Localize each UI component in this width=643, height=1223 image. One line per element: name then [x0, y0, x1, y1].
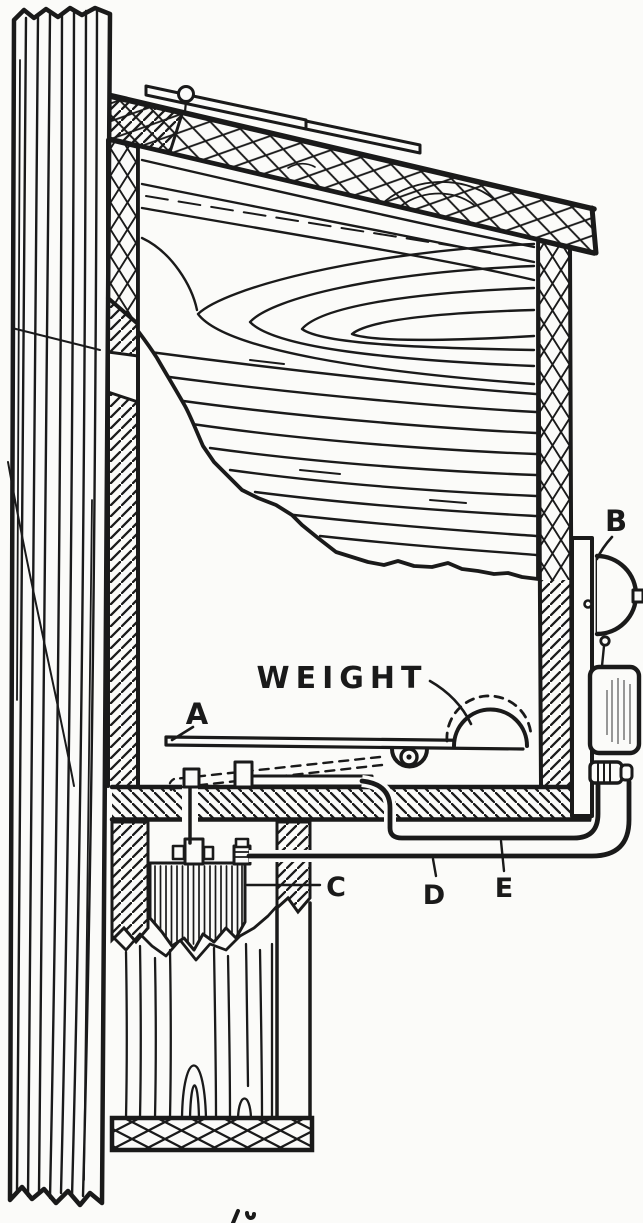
clapper-ball: [599, 635, 611, 647]
terminal-right-lug: [202, 845, 215, 861]
contact-strip: [250, 774, 374, 788]
roof-knot-grain: [287, 162, 496, 211]
roof-screw-stem: [183, 99, 188, 114]
wire-e: [246, 779, 632, 859]
support-post: [109, 901, 315, 1153]
weight-leader-line: [428, 679, 473, 726]
post-grain: [124, 942, 274, 1120]
label-weight: WEIGHT: [257, 661, 428, 696]
binding-post: [588, 760, 624, 785]
tilted-position-dashed: [172, 755, 382, 781]
terminal-left-lug: [171, 844, 186, 861]
callouts: WEIGHT A B C D E: [170, 504, 627, 911]
wiring: [246, 775, 635, 862]
cropped-caption-marks: [231, 1209, 256, 1223]
binding-post-knob: [619, 763, 634, 782]
wire-d: [359, 778, 601, 841]
label-b: B: [605, 504, 627, 538]
compartment-pillar: [275, 820, 312, 915]
b-leader-line: [595, 535, 614, 561]
bottom-board-section: [109, 1115, 315, 1153]
battery: [148, 837, 252, 952]
terminal-cap: [234, 837, 250, 849]
mount-screw: [583, 599, 593, 609]
contact-post-left: [182, 767, 201, 789]
tree-trunk: [7, 5, 113, 1208]
gong-nub: [631, 588, 643, 604]
bell-mechanism-box: [587, 664, 642, 756]
label-e: E: [495, 873, 513, 904]
front-panel: [136, 144, 540, 581]
right-wall-section: [536, 238, 574, 788]
torn-ground-edge: [110, 904, 279, 962]
weight-raised-dashed: [445, 694, 533, 743]
compartment-left-wall: [110, 820, 150, 945]
battery-shading: [154, 865, 243, 945]
label-c: C: [326, 872, 346, 903]
box-shading: [606, 678, 631, 744]
contact-post-right: [233, 760, 254, 789]
panel-grain: [140, 158, 538, 557]
weight-dome: [452, 707, 529, 748]
d-leader-line: [431, 857, 438, 878]
left-wall-section: [106, 138, 140, 788]
roof-screw-knob: [177, 85, 195, 103]
tilting-platform-assembly: [164, 694, 533, 792]
a-leader-line: [170, 725, 195, 742]
clapper-stem: [600, 644, 606, 668]
battery-compartment: [110, 820, 312, 962]
battery-terminal-left: [183, 837, 205, 866]
e-leader-line: [499, 839, 506, 873]
label-a: A: [186, 697, 209, 731]
bell-assembly: [570, 536, 643, 818]
label-d: D: [423, 880, 445, 911]
